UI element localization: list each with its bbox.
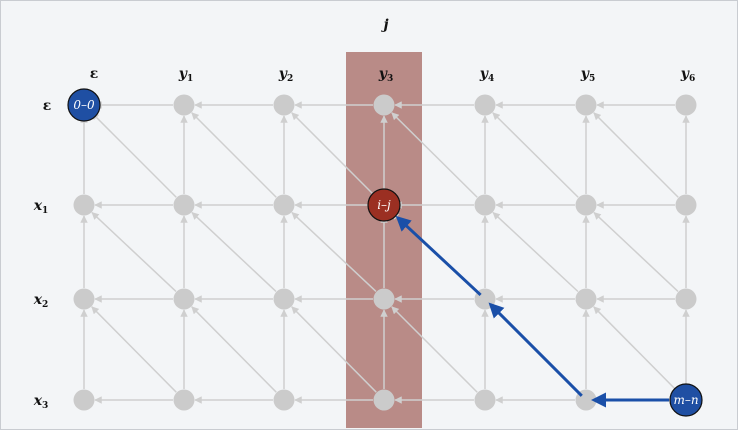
diagonal-edge xyxy=(91,211,177,293)
grid-node xyxy=(173,288,195,310)
column-label: y5 xyxy=(580,66,595,84)
grid-node xyxy=(73,194,95,216)
grid-node xyxy=(575,94,597,116)
diagonal-edge xyxy=(593,112,679,198)
column-label: y2 xyxy=(278,66,293,84)
diagonal-edge xyxy=(191,112,277,198)
alignment-path xyxy=(395,215,669,408)
grid-node xyxy=(173,389,195,411)
diagonal-edge xyxy=(191,211,277,293)
diagonal-edge xyxy=(391,306,478,393)
column-label: y6 xyxy=(680,66,695,84)
grid-node xyxy=(575,194,597,216)
diagonal-edge xyxy=(191,306,277,393)
current-node-label: i–j xyxy=(377,198,391,212)
grid-node xyxy=(373,288,395,310)
grid-node xyxy=(675,94,697,116)
grid-node xyxy=(273,94,295,116)
diagonal-edge xyxy=(492,112,579,198)
grid-node xyxy=(474,94,496,116)
row-label: ε xyxy=(43,98,52,114)
row-label: x1 xyxy=(33,198,49,216)
column-label: y1 xyxy=(178,66,193,84)
diagonal-edge xyxy=(492,211,579,293)
grid-node xyxy=(474,389,496,411)
column-axis-title: j xyxy=(380,17,388,33)
grid-node xyxy=(73,288,95,310)
grid-node xyxy=(73,389,95,411)
diagonal-edge xyxy=(91,112,177,198)
grid-node xyxy=(373,94,395,116)
path-arrow xyxy=(488,302,583,397)
row-label: x2 xyxy=(33,292,49,310)
grid-node xyxy=(373,389,395,411)
column-label: ε xyxy=(90,66,99,82)
grid-node xyxy=(675,288,697,310)
column-label: y3 xyxy=(378,66,393,84)
column-label: y4 xyxy=(479,66,494,84)
end-node-label: m–n xyxy=(673,393,698,407)
grid-node xyxy=(474,194,496,216)
grid-node xyxy=(173,194,195,216)
diagonal-edge xyxy=(593,211,679,293)
grid-node xyxy=(675,194,697,216)
end-node-circle xyxy=(669,383,703,417)
grid-node xyxy=(273,194,295,216)
start-node: 0–0 xyxy=(67,88,101,122)
path-arrow xyxy=(395,215,482,297)
start-node-circle xyxy=(67,88,101,122)
end-node: m–n xyxy=(669,383,703,417)
grid-node xyxy=(273,288,295,310)
grid-node xyxy=(575,288,597,310)
diagonal-edge xyxy=(91,306,177,393)
diagonal-edge xyxy=(291,112,377,198)
grid-node xyxy=(273,389,295,411)
diagonal-edge xyxy=(391,112,478,198)
diagonal-edge xyxy=(593,306,679,393)
start-node-label: 0–0 xyxy=(73,98,95,112)
diagonal-edge xyxy=(291,211,377,293)
current-node: i–j xyxy=(367,188,401,222)
row-label: x3 xyxy=(33,393,49,411)
current-node-circle xyxy=(367,188,401,222)
diagonal-edge xyxy=(291,306,377,393)
grid-node xyxy=(173,94,195,116)
grid-edges xyxy=(80,101,690,404)
